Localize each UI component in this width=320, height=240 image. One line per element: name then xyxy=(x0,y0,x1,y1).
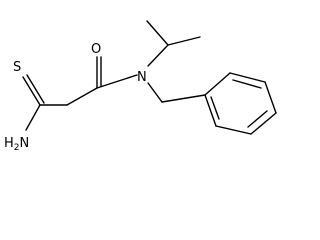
carbonyl-group xyxy=(96,56,138,89)
sulfur-atom-label: S xyxy=(13,60,21,75)
amine-n-label: N xyxy=(20,136,30,151)
ring-bond-2 xyxy=(229,72,266,83)
amine-h-label: H xyxy=(4,136,14,151)
carbonyl-n-bond xyxy=(96,74,138,89)
c-s-double-bond-b xyxy=(26,74,45,104)
amine-label: H2N xyxy=(4,136,29,153)
ch-methyl-right-bond xyxy=(167,36,201,46)
ring-bond-4 xyxy=(250,112,277,135)
benzyl-group xyxy=(147,82,206,103)
n-ch-bond xyxy=(147,44,169,67)
ring-bond-1 xyxy=(204,72,231,96)
c-s-double-bond-a xyxy=(22,76,41,106)
amine-subscript-label: 2 xyxy=(14,143,20,153)
ch2-ring-bond xyxy=(161,94,206,103)
n-ch2-bond xyxy=(147,82,163,103)
c-nh2-bond xyxy=(25,104,41,131)
ring-bond-5 xyxy=(215,125,252,135)
thioamide-group xyxy=(22,74,68,131)
ch-methyl-left-bond xyxy=(146,20,169,46)
isopropyl-group xyxy=(146,20,201,67)
molecule-structure: S O N H2N xyxy=(4,20,277,153)
ring-bond-3 xyxy=(264,81,277,114)
ring-inner-bond-1 xyxy=(232,79,262,89)
ring-bond-6 xyxy=(204,94,217,127)
oxygen-atom-label: O xyxy=(91,42,101,57)
ring-inner-bond-3 xyxy=(210,96,220,120)
benzene-ring xyxy=(204,72,277,135)
ch2-carbonyl-bond xyxy=(66,87,98,106)
ring-inner-bond-2 xyxy=(247,110,268,128)
nitrogen-atom-label: N xyxy=(137,70,147,85)
